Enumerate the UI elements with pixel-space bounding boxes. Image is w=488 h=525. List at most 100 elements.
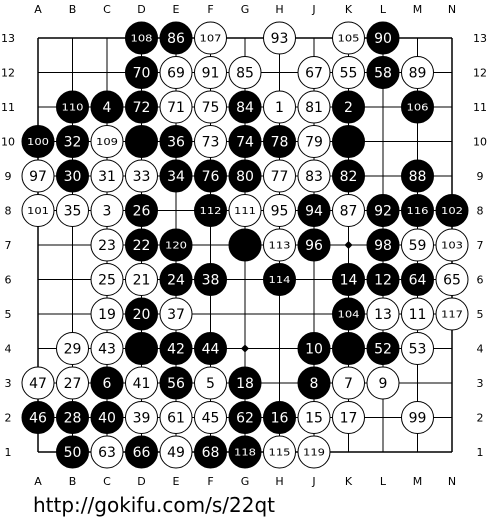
move-number: 39 xyxy=(133,411,151,427)
stone-disc xyxy=(297,332,331,365)
move-number: 66 xyxy=(133,445,151,461)
black-stone: 70 xyxy=(125,56,158,89)
stone-disc xyxy=(21,401,55,434)
row-label: 9 xyxy=(5,170,12,183)
black-stone: 74 xyxy=(228,125,262,158)
white-stone: 97 xyxy=(21,159,55,193)
white-stone: 105 xyxy=(332,21,365,55)
stone-disc xyxy=(297,90,331,124)
stone-disc xyxy=(332,401,365,434)
stone-disc xyxy=(401,90,434,124)
col-label: L xyxy=(380,475,387,488)
black-stone xyxy=(228,228,262,262)
stone-disc xyxy=(297,401,331,434)
black-stone: 64 xyxy=(401,263,434,296)
move-number: 53 xyxy=(409,342,427,358)
col-label: H xyxy=(275,475,283,488)
source-url[interactable]: http://gokifu.com/s/22qt xyxy=(33,493,276,517)
stone-disc xyxy=(263,263,296,296)
black-stone: 38 xyxy=(194,263,227,296)
black-stone: 100 xyxy=(21,125,55,158)
black-stone: 86 xyxy=(159,21,193,55)
stone-disc xyxy=(435,228,469,262)
stone-disc xyxy=(125,401,158,434)
black-stone: 8 xyxy=(297,366,331,400)
stone-disc xyxy=(366,21,400,55)
move-number: 55 xyxy=(340,66,358,82)
stone-disc xyxy=(332,159,365,193)
stone-disc xyxy=(125,159,158,193)
black-stone: 62 xyxy=(228,401,262,434)
row-label: 3 xyxy=(5,377,12,390)
black-stone: 72 xyxy=(125,90,158,124)
move-number: 16 xyxy=(271,411,289,427)
black-stone: 114 xyxy=(263,263,296,296)
col-label: K xyxy=(345,3,353,16)
stone-disc xyxy=(401,194,434,227)
stone-disc xyxy=(194,90,227,124)
white-stone: 49 xyxy=(159,435,193,469)
stone-disc xyxy=(297,435,331,469)
col-label: C xyxy=(103,3,111,16)
black-stone: 34 xyxy=(159,159,193,193)
stone-disc xyxy=(228,401,262,434)
black-stone: 20 xyxy=(125,297,158,331)
white-stone: 119 xyxy=(297,435,331,469)
move-number: 36 xyxy=(167,135,185,151)
star-point xyxy=(344,241,353,249)
white-stone: 79 xyxy=(297,125,331,158)
black-stone xyxy=(332,332,365,365)
col-label: B xyxy=(69,475,77,488)
stone-disc xyxy=(228,159,262,193)
black-stone: 32 xyxy=(56,125,89,158)
stone-disc xyxy=(228,366,262,400)
white-stone: 109 xyxy=(90,125,124,158)
black-stone: 84 xyxy=(228,90,262,124)
col-label: D xyxy=(137,475,145,488)
move-number: 72 xyxy=(133,100,151,116)
move-number: 31 xyxy=(98,169,116,185)
move-number: 12 xyxy=(374,273,392,289)
row-label: 13 xyxy=(473,32,487,45)
move-number: 58 xyxy=(374,66,392,82)
stone-disc xyxy=(228,228,262,262)
move-number: 107 xyxy=(200,34,222,45)
black-stone: 92 xyxy=(366,194,400,227)
stone-disc xyxy=(56,401,89,434)
white-stone: 1 xyxy=(263,90,296,124)
stone-disc xyxy=(56,332,89,365)
stone-disc xyxy=(194,435,227,469)
star-points xyxy=(241,241,353,353)
move-number: 96 xyxy=(305,238,323,254)
col-label: E xyxy=(173,475,180,488)
move-number: 98 xyxy=(374,238,392,254)
stone-disc xyxy=(366,263,400,296)
stone-disc xyxy=(159,90,193,124)
row-label: 12 xyxy=(1,67,15,80)
move-number: 102 xyxy=(441,206,463,217)
white-stone: 117 xyxy=(435,297,469,331)
move-number: 2 xyxy=(344,100,353,116)
move-number: 118 xyxy=(234,448,256,459)
move-number: 94 xyxy=(305,204,323,220)
row-label: 8 xyxy=(477,205,484,218)
move-number: 105 xyxy=(338,34,360,45)
move-number: 65 xyxy=(443,273,461,289)
move-number: 24 xyxy=(167,273,185,289)
white-stone: 85 xyxy=(228,56,262,89)
col-label: N xyxy=(448,3,456,16)
black-stone: 42 xyxy=(159,332,193,365)
move-number: 41 xyxy=(133,376,151,392)
stone-disc xyxy=(332,125,365,158)
move-number: 25 xyxy=(98,273,116,289)
white-stone: 7 xyxy=(332,366,365,400)
move-number: 15 xyxy=(305,411,323,427)
black-stone xyxy=(125,125,158,158)
white-stone: 19 xyxy=(90,297,124,331)
stone-disc xyxy=(297,159,331,193)
row-label: 1 xyxy=(477,446,484,459)
row-label: 7 xyxy=(477,239,484,252)
move-number: 11 xyxy=(409,307,427,323)
move-number: 19 xyxy=(98,307,116,323)
